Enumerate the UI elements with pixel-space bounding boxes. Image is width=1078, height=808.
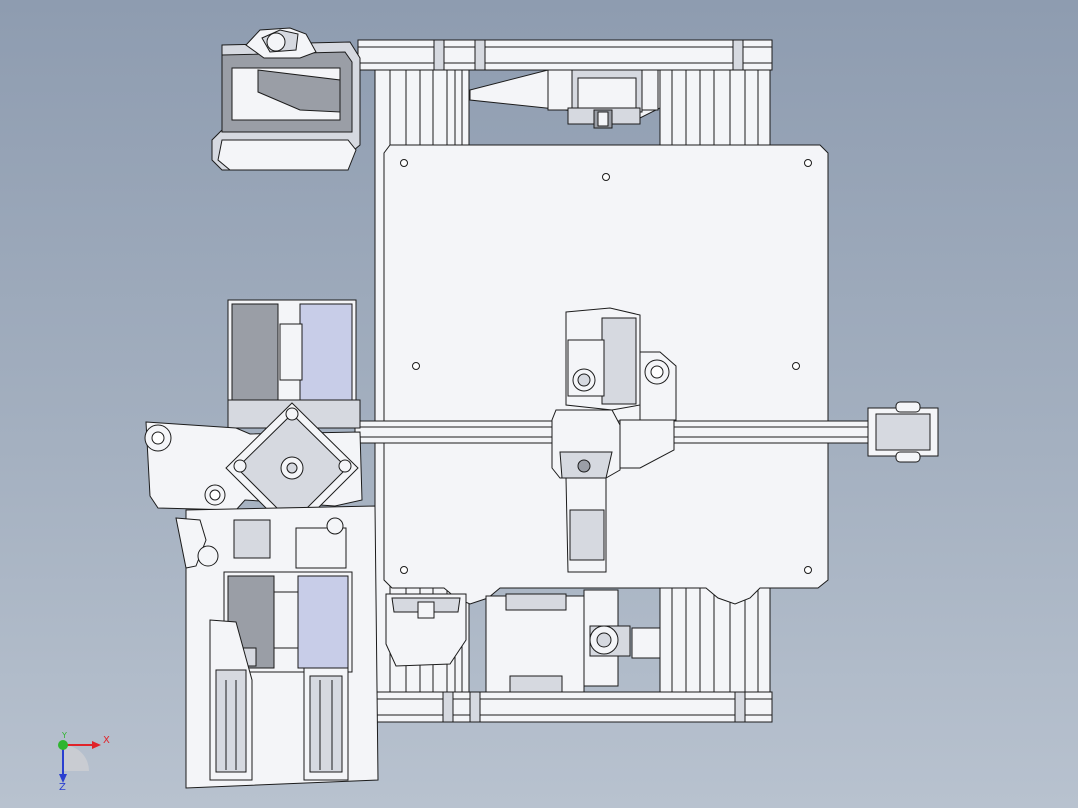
x-end-idler-right xyxy=(867,401,939,463)
y-motor xyxy=(485,589,661,693)
y-idler-bracket xyxy=(469,69,661,129)
z-axis-label: Z xyxy=(59,782,66,793)
filament-spool-holder-top xyxy=(211,27,361,171)
frame-top-extrusion xyxy=(357,39,773,71)
x-axis-label: X xyxy=(103,735,110,746)
y-axis-label: Y xyxy=(61,731,67,740)
z-coupler-right xyxy=(303,667,349,781)
y-belt-holder xyxy=(385,593,467,667)
frame-bottom-extrusion xyxy=(374,691,773,723)
z-coupler-left xyxy=(209,619,253,781)
coordinate-triad: X Y Z xyxy=(58,731,110,793)
print-head-carriage xyxy=(551,307,677,573)
